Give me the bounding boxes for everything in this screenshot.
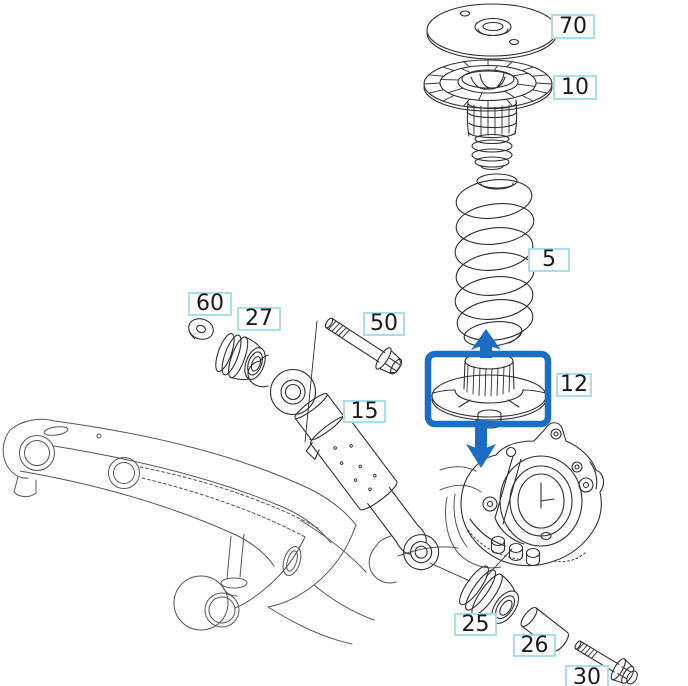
upper-strut-mount bbox=[423, 59, 553, 171]
part-label-26[interactable]: 26 bbox=[513, 634, 556, 657]
part-label-25[interactable]: 25 bbox=[454, 613, 497, 636]
bushing-small bbox=[215, 333, 266, 381]
part-label-10[interactable]: 10 bbox=[553, 75, 597, 100]
highlight-box bbox=[424, 350, 552, 428]
trailing-arm bbox=[2, 418, 397, 645]
arrow-down-icon bbox=[466, 420, 496, 468]
bolt-short bbox=[574, 640, 638, 685]
part-label-60[interactable]: 60 bbox=[188, 292, 232, 316]
knuckle bbox=[460, 422, 605, 567]
spring-seat bbox=[431, 352, 547, 429]
spring-isolator-ring bbox=[476, 173, 518, 190]
dust-cover-disc bbox=[426, 3, 558, 60]
highlight-annotation bbox=[424, 329, 552, 468]
leader-line-shock-eye bbox=[429, 562, 471, 582]
part-label-15[interactable]: 15 bbox=[343, 400, 386, 423]
coil-spring bbox=[454, 179, 535, 347]
shock-absorber bbox=[247, 354, 440, 571]
leader-line-bolt50 bbox=[304, 320, 318, 443]
part-label-5[interactable]: 5 bbox=[528, 248, 570, 272]
part-label-27[interactable]: 27 bbox=[237, 307, 281, 331]
arrow-up-icon bbox=[471, 329, 501, 358]
part-label-30[interactable]: 30 bbox=[565, 665, 609, 686]
part-label-12[interactable]: 12 bbox=[556, 373, 592, 397]
leader-line-knuckle bbox=[485, 548, 513, 578]
washer bbox=[188, 318, 214, 340]
bolt-long bbox=[324, 317, 403, 375]
part-label-70[interactable]: 70 bbox=[551, 14, 595, 39]
part-label-50[interactable]: 50 bbox=[363, 312, 405, 336]
control-arm-silhouette bbox=[397, 466, 502, 569]
